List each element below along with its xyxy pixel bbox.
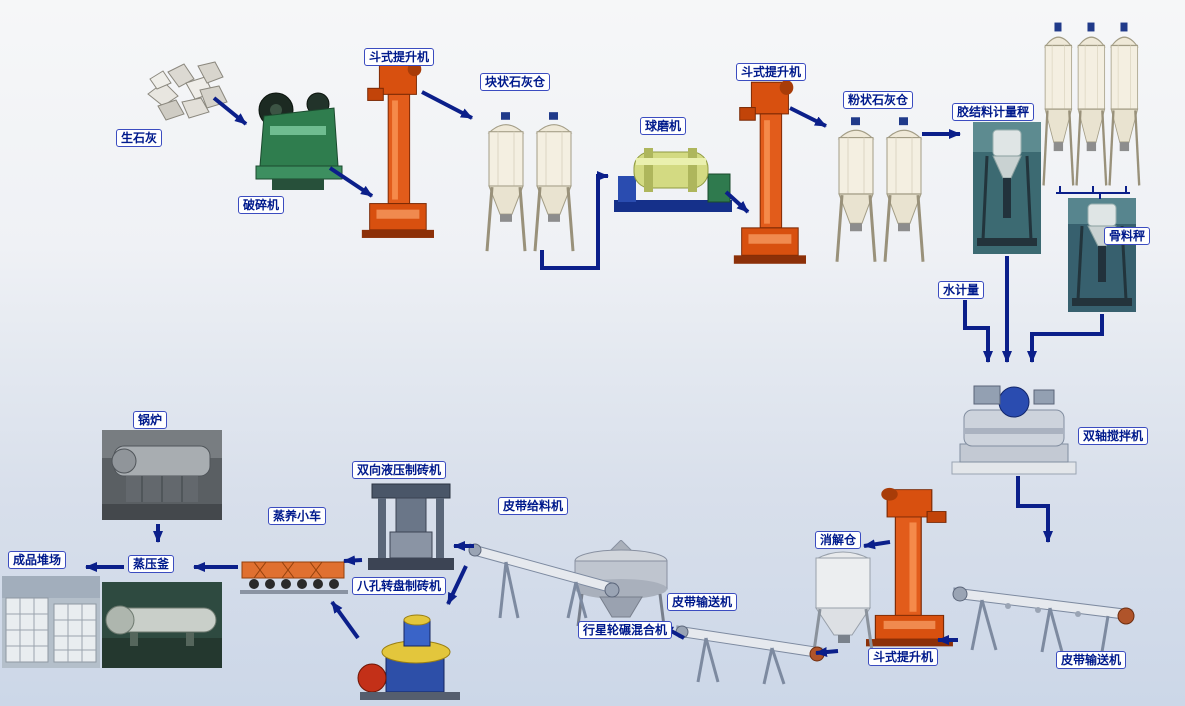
label-curing-trolley: 蒸养小车: [268, 507, 327, 525]
curing-trolley-image: [240, 546, 348, 604]
jaw-crusher-image: [250, 82, 348, 198]
silo-collector-lines: [1056, 186, 1130, 199]
label-quicklime: 生石灰: [116, 129, 163, 147]
hydraulic-brick-machine-image: [360, 480, 462, 574]
arrow-hydraulic-machine-to-trolley: [343, 555, 363, 566]
arrow-aggregate-scale-to-mixer: [1027, 314, 1104, 363]
arrow-quicklime-to-crusher: [212, 96, 248, 126]
arrow-elevator2-to-powder-silo: [789, 106, 827, 128]
arrow-block-silo-to-ball-mill: [540, 171, 609, 270]
twin-shaft-mixer-image: [950, 380, 1078, 476]
arrow-elevator1-to-block-silo: [421, 90, 473, 120]
label-belt-conveyor-right: 皮带输送机: [1056, 651, 1127, 669]
arrow-ball-mill-to-elevator2: [724, 190, 750, 214]
label-binder-metering-scale: 胶结料计量秤: [952, 103, 1035, 121]
label-bucket-elevator-3: 斗式提升机: [868, 648, 939, 666]
ball-mill-image: [612, 136, 734, 216]
rotary-brick-machine-image: [356, 610, 464, 704]
label-boiler: 锅炉: [133, 411, 168, 429]
label-block-lime-silo: 块状石灰仓: [480, 73, 551, 91]
arrow-crusher-to-elevator1: [328, 166, 374, 198]
label-water-metering: 水计量: [938, 281, 985, 299]
product-yard-image: [2, 576, 100, 668]
arrow-feeder-to-rotary-machine: [446, 565, 468, 605]
binder-metering-scale-image: [973, 122, 1041, 254]
label-autoclave: 蒸压釜: [128, 555, 175, 573]
arrow-elevator3-to-digestion-silo: [863, 539, 891, 550]
label-bucket-elevator-1: 斗式提升机: [364, 48, 435, 66]
arrow-water-to-mixer: [963, 300, 993, 363]
label-crusher: 破碎机: [238, 196, 285, 214]
label-planetary-mixer: 行星轮碾混合机: [578, 621, 673, 639]
label-aggregate-scale: 骨料秤: [1104, 227, 1151, 245]
arrow-rotary-machine-to-trolley: [330, 600, 360, 640]
digestion-silo-image: [810, 543, 876, 655]
belt-feeder-image: [466, 526, 621, 622]
label-product-yard: 成品堆场: [8, 551, 67, 569]
label-powder-lime-silo: 粉状石灰仓: [843, 91, 914, 109]
label-digestion-silo: 消解仓: [815, 531, 862, 549]
label-bucket-elevator-2: 斗式提升机: [736, 63, 807, 81]
quicklime-pile-image: [138, 52, 236, 134]
boiler-image: [102, 430, 222, 520]
arrow-digestion-silo-to-conveyor-mid: [815, 647, 839, 657]
label-hydraulic-brick-machine: 双向液压制砖机: [352, 461, 447, 479]
belt-conveyor-right-image: [948, 558, 1138, 656]
label-belt-conveyor-mid: 皮带输送机: [667, 593, 738, 611]
arrow-mixer-to-conveyor-right: [1016, 476, 1053, 543]
label-rotary-brick-machine: 八孔转盘制砖机: [352, 577, 447, 595]
label-twin-shaft-mixer: 双轴搅拌机: [1078, 427, 1149, 445]
label-belt-feeder: 皮带给料机: [498, 497, 569, 515]
autoclave-image: [102, 582, 222, 668]
label-ball-mill: 球磨机: [640, 117, 687, 135]
aggregate-scale-image: [1068, 198, 1136, 312]
